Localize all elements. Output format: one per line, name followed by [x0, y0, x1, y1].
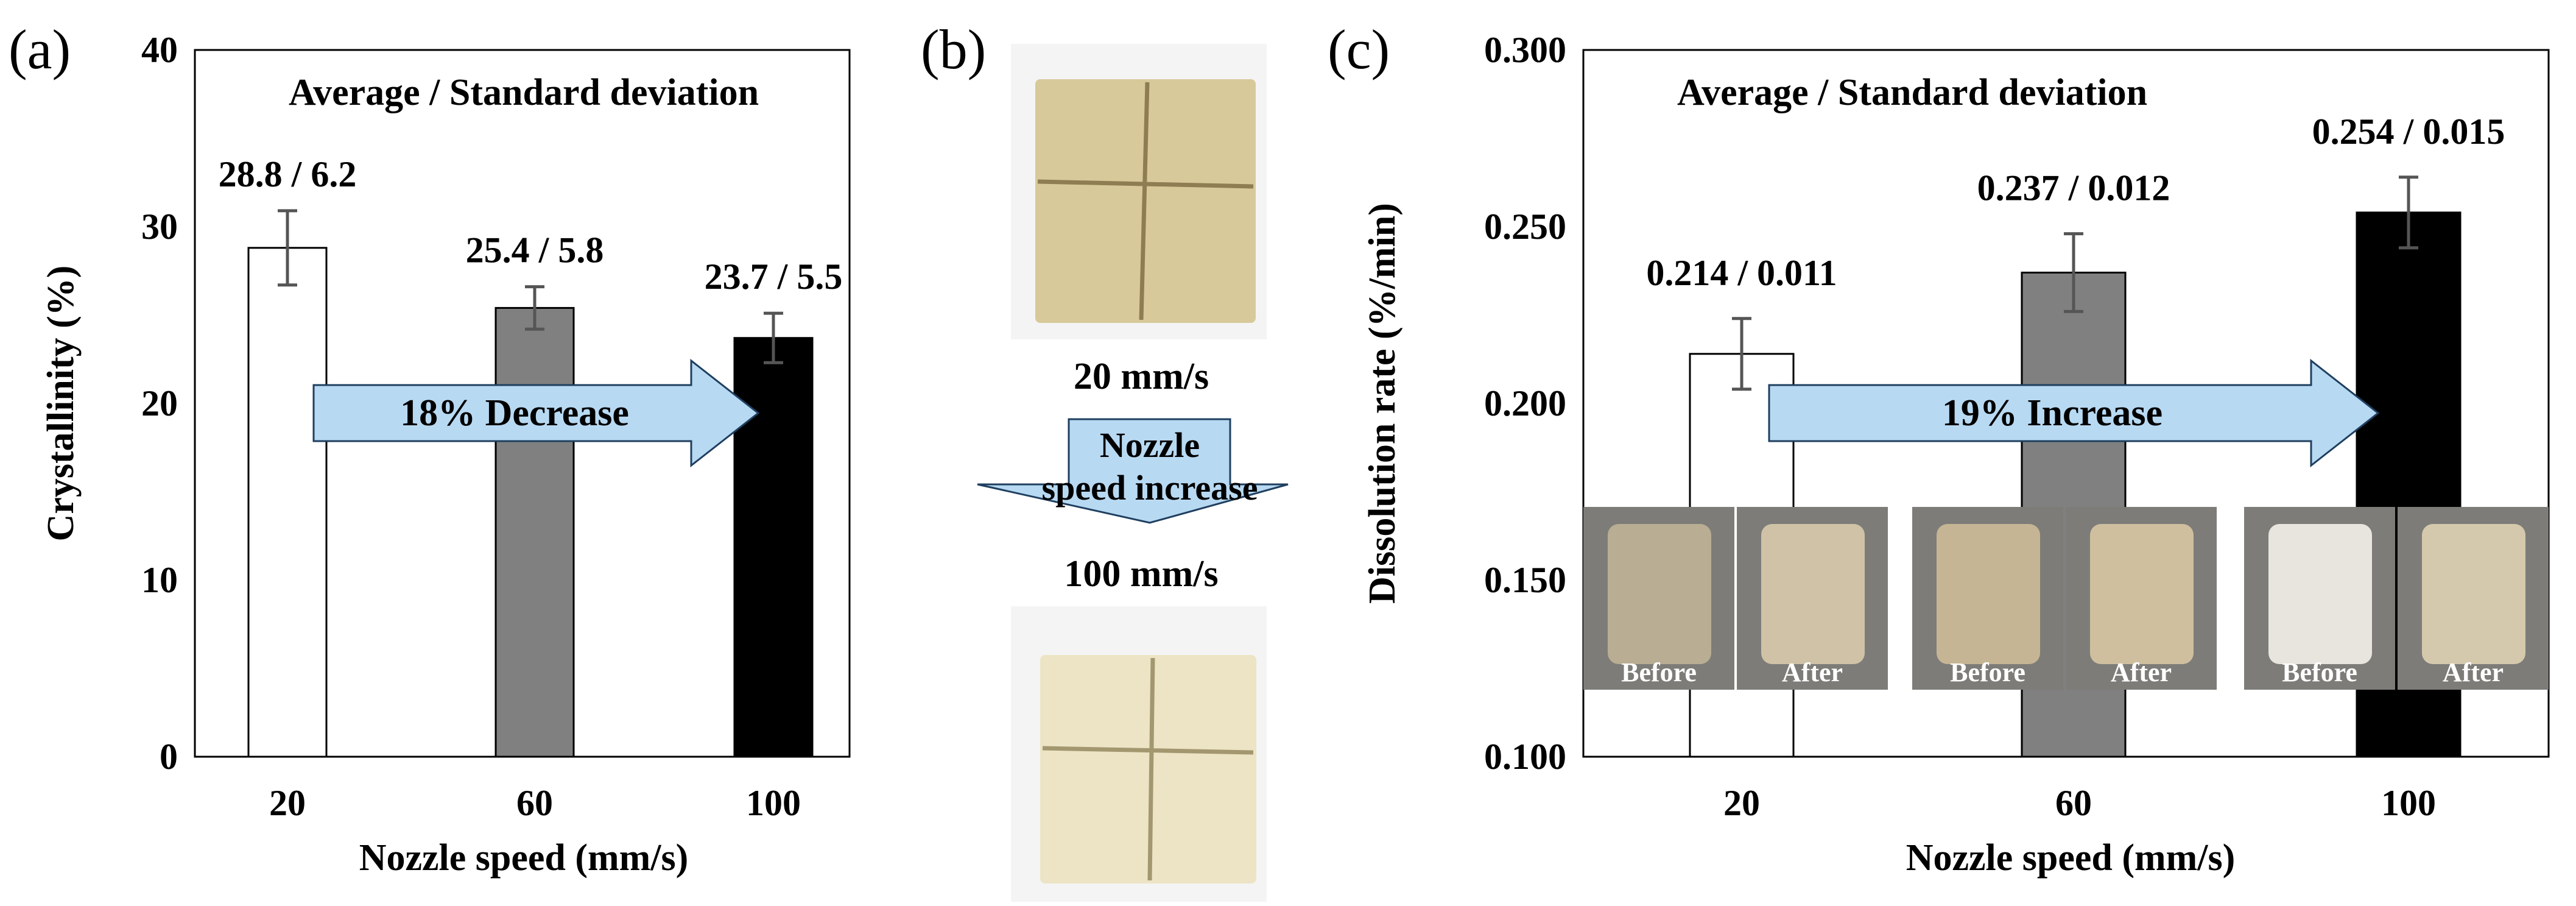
chart-c-y-axis-label: Dissolution rate (%/min)	[1362, 203, 1403, 604]
sample-crack-vertical	[1139, 82, 1150, 320]
chart-a-annotation-arrow: 18% Decrease	[312, 358, 760, 468]
chart-a-title: Average / Standard deviation	[289, 72, 759, 113]
inset-sample-cube	[1761, 524, 1865, 664]
chart-c-inset-photos: Before After Before After Before After	[1583, 507, 2549, 690]
error-bar-20	[1732, 317, 1751, 391]
arrow-shape	[312, 358, 760, 468]
chart-a: 0 10 20 30 40 18% Decrease 28.8 / 6.2 20 25.4 …	[40, 30, 851, 879]
y-tick-label: 0.100	[1484, 737, 1566, 777]
inset-photo-before: Before	[1912, 507, 2063, 690]
sample-crack-vertical-2	[1147, 657, 1155, 881]
inset-sample-cube	[2422, 524, 2525, 664]
inset-photo-after: After	[1737, 507, 1888, 690]
inset-photo-after: After	[2066, 507, 2217, 690]
inset-label-after: After	[2443, 657, 2504, 687]
chart-c: 0.100 0.150 0.200 0.250 0.300 19% Increase B…	[1362, 30, 2550, 879]
inset-label-after: After	[1782, 657, 1843, 687]
chart-c-error-bars	[1732, 175, 2418, 391]
bar-20	[247, 247, 328, 758]
inset-sample-cube	[2090, 524, 2194, 664]
error-bar-60	[2064, 232, 2083, 313]
inset-photo-before: Before	[2244, 507, 2395, 690]
sample-crack-horizontal-2	[1042, 746, 1254, 755]
panel-b-photos: 20 mm/s Nozzle speed increase 100 mm/s	[977, 44, 1289, 902]
y-tick-label: 30	[141, 207, 178, 247]
chart-c-title: Average / Standard deviation	[1677, 72, 2147, 113]
data-label-100: 0.254 / 0.015	[2312, 111, 2505, 152]
inset-label-before: Before	[1621, 657, 1697, 687]
x-tick-label-20: 20	[1723, 783, 1760, 823]
bar-60	[494, 306, 575, 758]
y-tick-label: 20	[141, 383, 178, 423]
data-label-20: 0.214 / 0.011	[1646, 253, 1837, 293]
panel-letter-b: (b)	[921, 18, 986, 80]
arrow-shape	[1768, 358, 2380, 468]
inset-label-before: Before	[1950, 657, 2025, 687]
chart-c-x-axis-label: Nozzle speed (mm/s)	[1906, 837, 2236, 879]
x-tick-label-60: 60	[2055, 783, 2092, 823]
arrow-text-line1: Nozzle	[1100, 425, 1200, 465]
inset-sample-cube	[1608, 524, 1711, 664]
x-tick-label-20: 20	[269, 783, 306, 823]
y-tick-label: 0.150	[1484, 560, 1566, 600]
sample-photo-20mm	[1035, 79, 1256, 323]
chart-c-annotation-arrow: 19% Increase	[1768, 358, 2380, 468]
error-bar-100	[764, 311, 783, 364]
data-label-20: 28.8 / 6.2	[219, 154, 357, 194]
y-tick-label: 0.300	[1484, 30, 1566, 70]
chart-c-data-labels: 0.214 / 0.011 20 0.237 / 0.012 60 0.254 / 0.…	[1646, 111, 2505, 823]
inset-label-before: Before	[2282, 657, 2357, 687]
photo-caption-20mm: 20 mm/s	[1074, 356, 1209, 397]
sample-block-100mm	[1040, 655, 1256, 883]
chart-a-y-axis: 0 10 20 30 40	[141, 30, 178, 777]
sample-crack-horizontal	[1037, 179, 1254, 189]
y-tick-label: 0.200	[1484, 383, 1566, 423]
data-label-60: 25.4 / 5.8	[466, 230, 604, 271]
x-tick-label-100: 100	[2381, 783, 2436, 823]
error-bar-60	[525, 285, 544, 331]
inset-sample-cube	[2268, 524, 2372, 664]
inset-photo-after: After	[2398, 507, 2549, 690]
arrow-annotation-label: 19% Increase	[1942, 392, 2163, 434]
data-label-100: 23.7 / 5.5	[705, 257, 843, 297]
arrow-annotation-label: 18% Decrease	[400, 392, 629, 434]
panel-letter-a: (a)	[9, 18, 71, 80]
error-bar-20	[278, 209, 297, 287]
inset-photo-before: Before	[1583, 507, 1734, 690]
inset-sample-cube	[1937, 524, 2040, 664]
chart-a-error-bars	[278, 209, 783, 364]
photo-caption-100mm: 100 mm/s	[1064, 553, 1218, 595]
nozzle-speed-arrow	[977, 418, 1289, 524]
y-tick-label: 0.250	[1484, 207, 1566, 247]
x-tick-label-100: 100	[746, 783, 801, 823]
y-tick-label: 10	[141, 560, 178, 600]
chart-a-x-axis-label: Nozzle speed (mm/s)	[359, 837, 689, 879]
sample-photo-100mm	[1040, 655, 1256, 883]
panel-letter-c: (c)	[1328, 18, 1390, 80]
inset-label-after: After	[2111, 657, 2172, 687]
chart-a-y-axis-label: Crystallinity (%)	[40, 266, 82, 542]
down-arrow-shape	[977, 418, 1289, 524]
error-bar-100	[2399, 175, 2418, 250]
chart-c-y-axis: 0.100 0.150 0.200 0.250 0.300	[1484, 30, 1566, 777]
arrow-text-line2: speed increase	[1042, 468, 1258, 508]
x-tick-label-60: 60	[516, 783, 553, 823]
y-tick-label: 40	[141, 30, 178, 70]
bar-100	[733, 337, 814, 758]
data-label-60: 0.237 / 0.012	[1977, 168, 2170, 208]
chart-a-data-labels: 28.8 / 6.2 20 25.4 / 5.8 60 23.7 / 5.5 100	[219, 154, 843, 823]
y-tick-label: 0	[160, 737, 178, 777]
